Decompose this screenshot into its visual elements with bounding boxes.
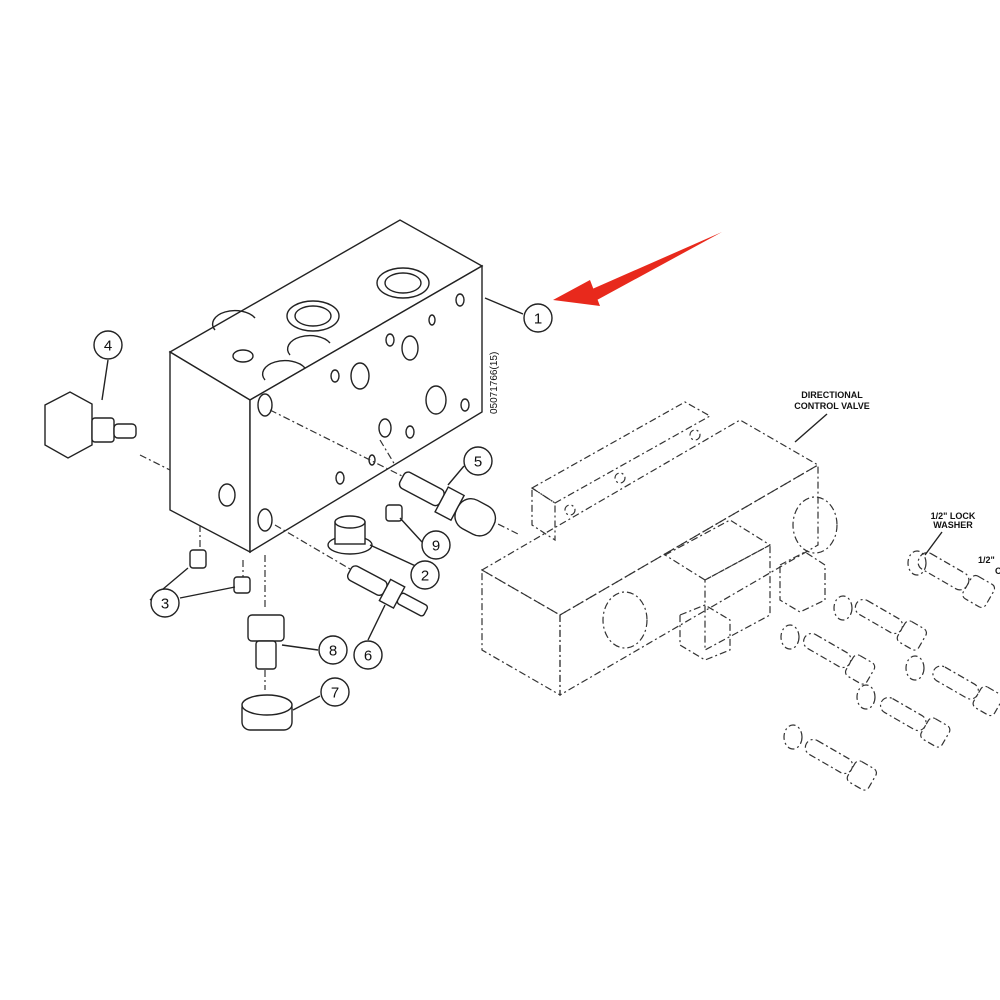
svg-text:9: 9 [432, 538, 440, 555]
dcv-label-line2: CONTROL VALVE [794, 401, 870, 411]
part-6-cartridge [346, 565, 429, 617]
callout-5: 5 [463, 446, 493, 476]
washer-label-line1: 1/2" LOCK [931, 511, 976, 521]
callout-7: 7 [320, 677, 350, 707]
svg-text:3: 3 [161, 596, 169, 613]
callout-2: 2 [410, 560, 440, 590]
callout-4: 4 [93, 330, 123, 360]
cut-label-line1: 1/2" [978, 555, 995, 565]
part-2-plug [327, 515, 373, 555]
svg-text:2: 2 [421, 568, 429, 585]
callout-1: 1 [523, 303, 553, 333]
callout-8: 8 [318, 635, 348, 665]
directional-control-valve [480, 401, 838, 697]
part-3-plug [189, 549, 207, 569]
red-arrow-indicator [553, 232, 722, 306]
svg-text:7: 7 [331, 685, 339, 702]
dcv-label-line1: DIRECTIONAL [801, 390, 863, 400]
washer-label-line2: WASHER [933, 520, 973, 530]
svg-text:1: 1 [534, 311, 542, 328]
callout-3: 3 [150, 588, 180, 618]
svg-text:5: 5 [474, 454, 482, 471]
callout-6: 6 [353, 640, 383, 670]
callout-9: 9 [421, 530, 451, 560]
part-4-sensor [44, 391, 137, 459]
svg-text:6: 6 [364, 648, 372, 665]
svg-text:4: 4 [104, 338, 112, 355]
svg-text:8: 8 [329, 643, 337, 660]
bolts-and-washers [780, 550, 1000, 791]
drawing-number: 05071766(15) [489, 352, 500, 414]
part-9-plug [385, 504, 403, 522]
part-5-cartridge [398, 471, 497, 537]
part-7-cap [241, 694, 293, 731]
cut-label-line2: C [995, 566, 1000, 576]
manifold-block [168, 219, 484, 554]
part-8-cartridge [247, 614, 285, 670]
part-3-plug [233, 576, 251, 594]
